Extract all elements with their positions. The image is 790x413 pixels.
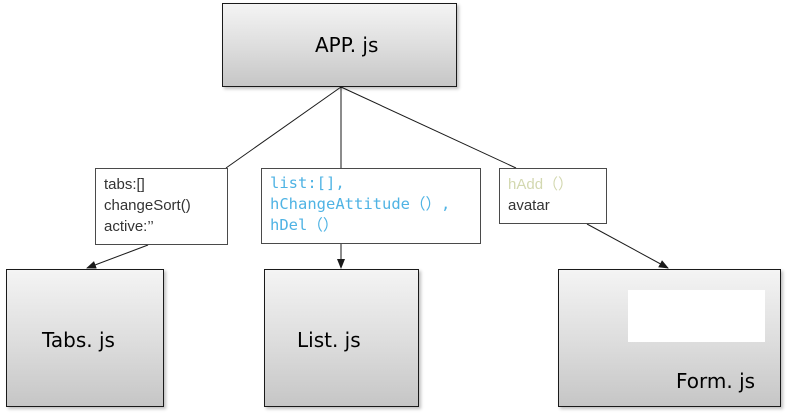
list-component-box: List. js (264, 269, 419, 407)
list-note-line-hdel: hDel（） (270, 216, 339, 234)
tabs-note-line-active: active:’’ (104, 218, 154, 235)
list-note-line-hchangeattitude: hChangeAttitude（）, (270, 195, 451, 213)
form-note-line-avatar: avatar (508, 197, 550, 214)
form-component-box: Form. js (558, 269, 781, 407)
line-app-to-form-note (340, 86, 517, 169)
form-props-note: hAdd（） avatar (499, 168, 607, 224)
tabs-component-box: Tabs. js (6, 269, 164, 407)
form-blank-area (628, 290, 765, 342)
form-component-label: Form. js (676, 369, 756, 393)
list-props-note: list:[], hChangeAttitude（）, hDel（） (261, 168, 481, 244)
tabs-component-label: Tabs. js (42, 328, 115, 352)
tabs-props-note: tabs:[] changeSort() active:’’ (95, 168, 228, 245)
arrow-to-form (586, 223, 669, 269)
form-note-line-hadd: hAdd（） (508, 176, 574, 193)
arrow-to-tabs (86, 244, 149, 269)
line-app-to-tabs-note (225, 86, 342, 169)
tabs-note-line-changesort: changeSort() (104, 197, 191, 214)
tabs-note-line-tabs: tabs:[] (104, 176, 145, 193)
list-note-line-list: list:[], (270, 174, 345, 192)
app-component-label: APP. js (315, 33, 379, 57)
app-component-box: APP. js (222, 3, 457, 87)
list-component-label: List. js (297, 328, 361, 352)
